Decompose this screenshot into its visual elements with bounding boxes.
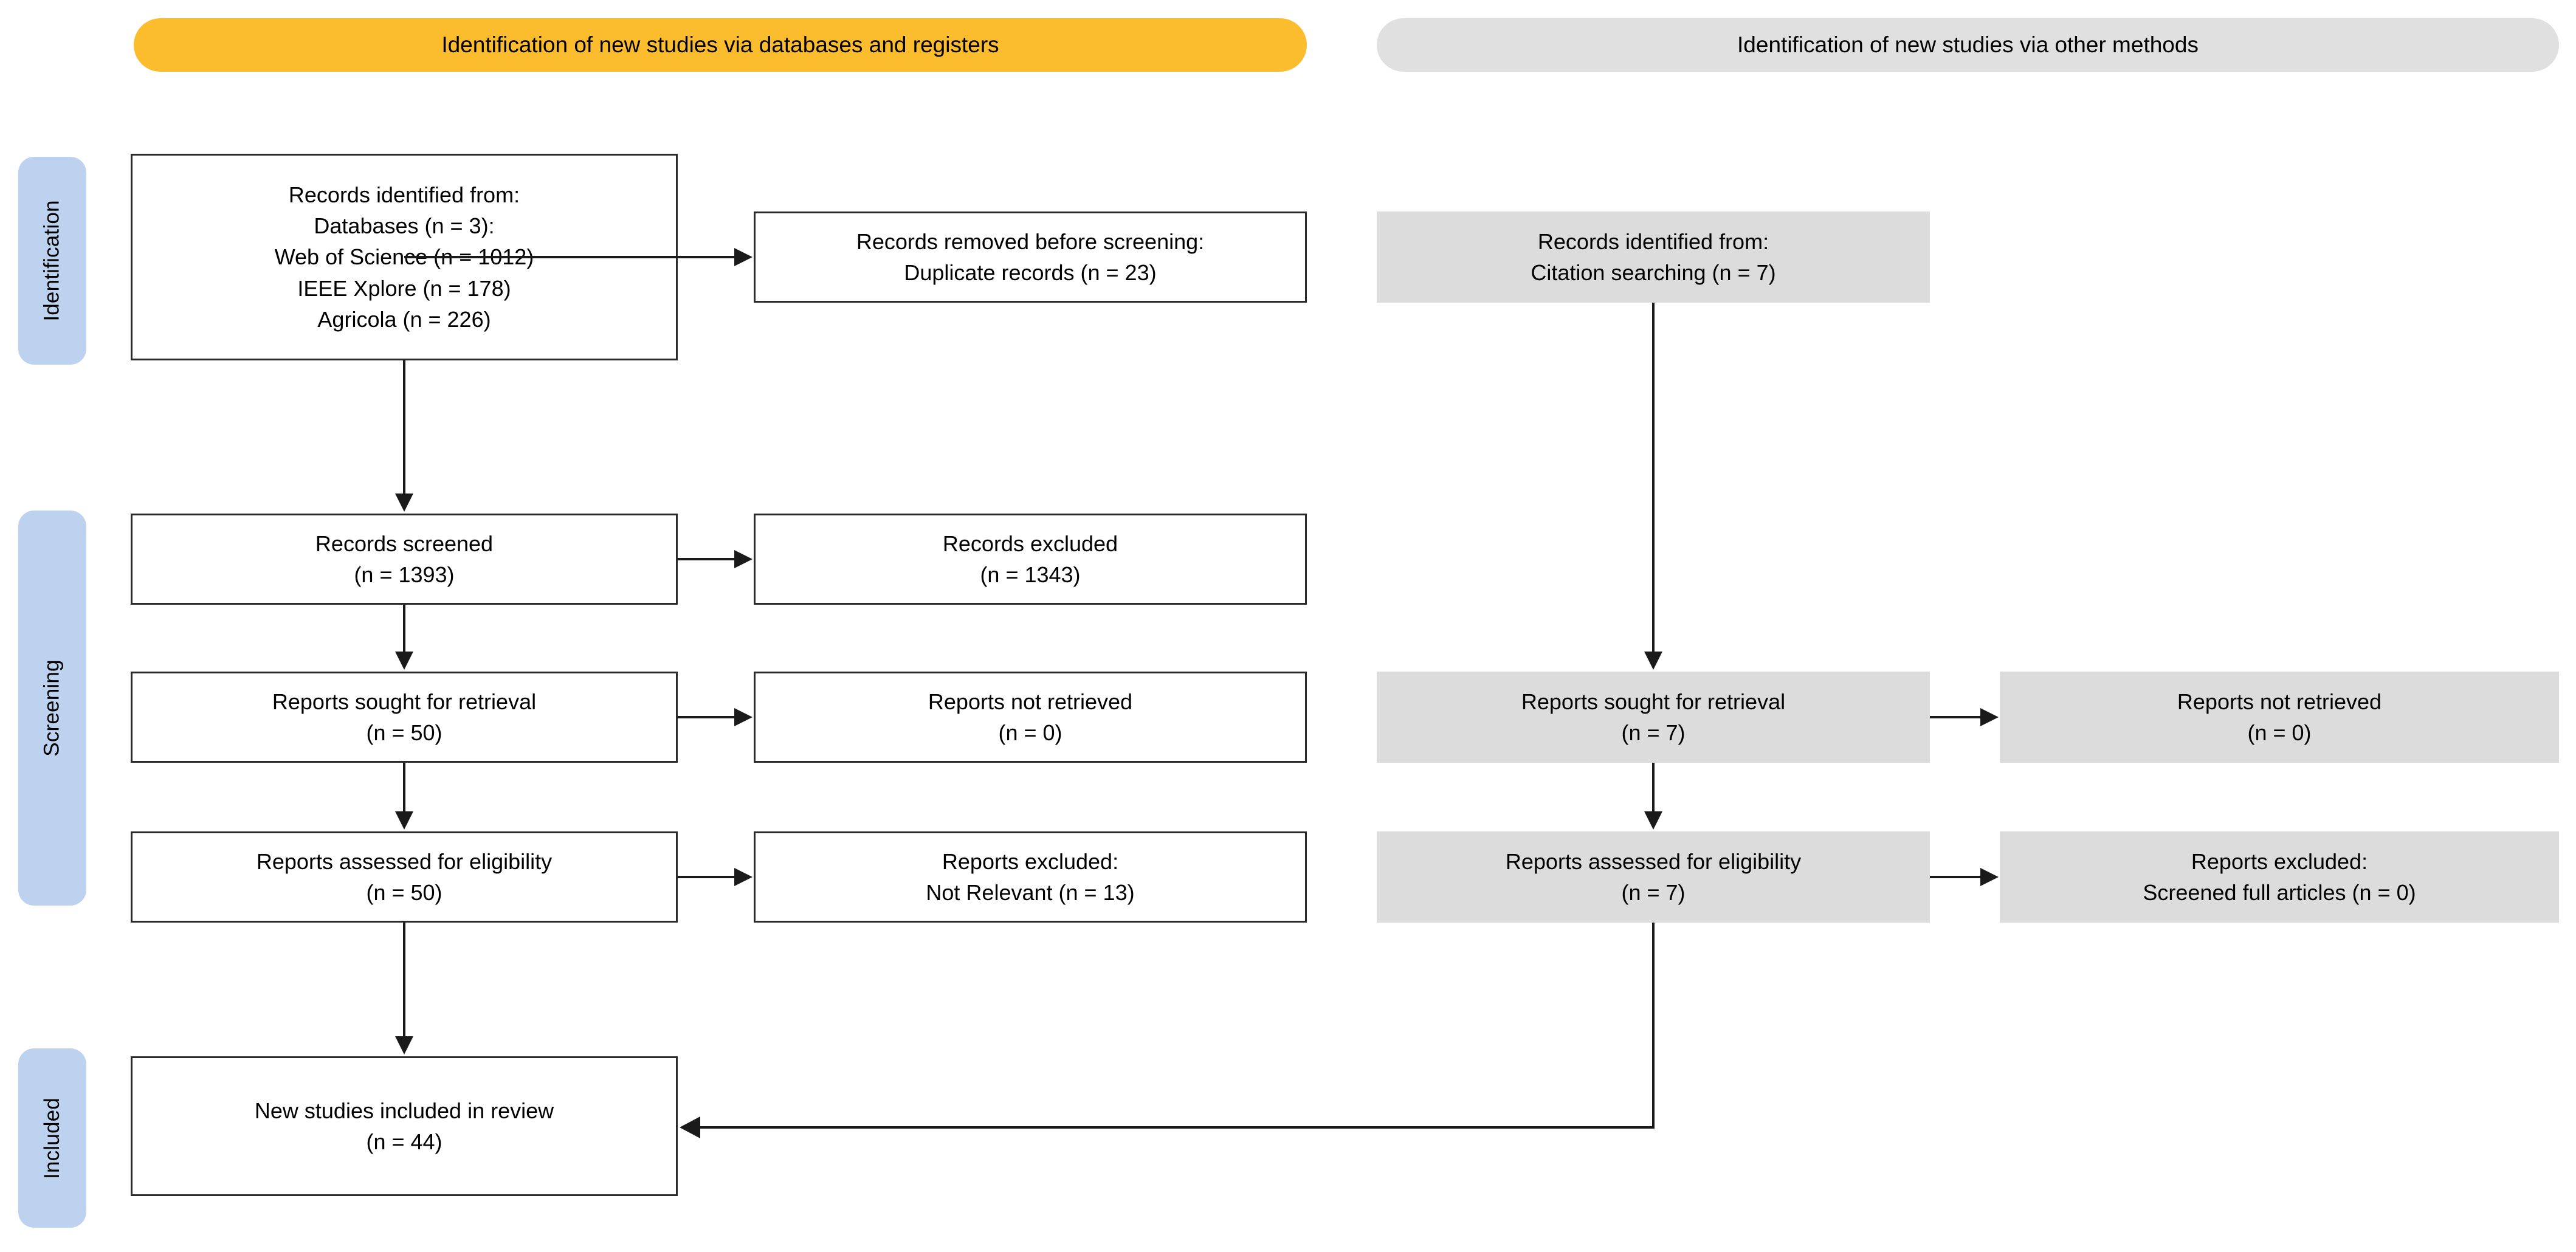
records-identified-line-1: Records identified from:: [288, 182, 520, 208]
arrowhead-identified-to-screened: [395, 494, 413, 512]
records-excluded-line-2: (n = 1343): [980, 562, 1081, 587]
connector-screened-to-sought: [403, 605, 405, 655]
connector-citation-to-sought-other: [1652, 303, 1655, 654]
header-banner-databases-label: Identification of new studies via databa…: [441, 32, 999, 57]
reports-sought-db-line-2: (n = 50): [366, 720, 443, 745]
connector-sought-to-not-retrieved: [678, 716, 735, 718]
reports-excluded-db-line-2: Not Relevant (n = 13): [926, 880, 1135, 905]
box-reports-excluded-databases: Reports excluded: Not Relevant (n = 13): [754, 831, 1307, 923]
connector-sought-to-assessed: [403, 763, 405, 814]
box-reports-assessed-other: Reports assessed for eligibility (n = 7): [1377, 831, 1930, 923]
phase-rail-screening: Screening: [18, 511, 86, 906]
arrowhead-identified-to-removed: [734, 248, 752, 266]
arrowhead-other-to-included: [680, 1116, 700, 1138]
arrowhead-assessed-other-to-reports-excluded-other: [1980, 868, 1999, 886]
citation-identified-line-1: Records identified from:: [1537, 229, 1769, 254]
reports-not-retrieved-db-line-1: Reports not retrieved: [928, 689, 1133, 714]
connector-other-elbow-vertical: [1652, 923, 1655, 1128]
reports-excluded-other-line-2: Screened full articles (n = 0): [2143, 880, 2416, 905]
reports-not-retrieved-other-line-2: (n = 0): [2247, 720, 2312, 745]
phase-label-included: Included: [40, 1097, 64, 1179]
box-reports-not-retrieved-databases: Reports not retrieved (n = 0): [754, 672, 1307, 763]
arrowhead-assessed-to-reports-excluded: [734, 868, 752, 886]
reports-excluded-other-line-1: Reports excluded:: [2191, 848, 2368, 874]
records-excluded-line-1: Records excluded: [942, 531, 1118, 556]
arrowhead-sought-to-not-retrieved: [734, 708, 752, 726]
reports-sought-other-line-1: Reports sought for retrieval: [1521, 689, 1786, 714]
header-banner-databases: Identification of new studies via databa…: [134, 18, 1307, 72]
reports-assessed-other-line-1: Reports assessed for eligibility: [1505, 848, 1802, 874]
box-reports-sought-databases: Reports sought for retrieval (n = 50): [131, 672, 678, 763]
connector-identified-to-screened: [403, 360, 405, 495]
connector-screened-to-excluded: [678, 558, 735, 560]
records-identified-line-5: Agricola (n = 226): [317, 306, 491, 332]
box-records-screened: Records screened (n = 1393): [131, 514, 678, 605]
header-banner-other-methods-label: Identification of new studies via other …: [1737, 32, 2199, 57]
box-reports-excluded-other: Reports excluded: Screened full articles…: [2000, 831, 2559, 923]
reports-assessed-db-line-2: (n = 50): [366, 880, 443, 905]
reports-assessed-db-line-1: Reports assessed for eligibility: [256, 848, 553, 874]
arrowhead-screened-to-sought: [395, 652, 413, 670]
box-records-excluded: Records excluded (n = 1343): [754, 514, 1307, 605]
box-records-removed-before-screening: Records removed before screening: Duplic…: [754, 212, 1307, 303]
arrowhead-screened-to-excluded: [734, 550, 752, 568]
citation-identified-line-2: Citation searching (n = 7): [1531, 260, 1776, 285]
connector-other-elbow-horizontal: [699, 1126, 1655, 1129]
reports-assessed-other-line-2: (n = 7): [1621, 880, 1686, 905]
new-studies-included-line-1: New studies included in review: [254, 1098, 554, 1123]
reports-excluded-db-line-1: Reports excluded:: [942, 848, 1119, 874]
connector-sought-other-to-not-retrieved-other: [1930, 716, 1982, 718]
phase-label-screening: Screening: [40, 659, 64, 757]
new-studies-included-line-2: (n = 44): [366, 1129, 443, 1154]
arrowhead-sought-other-to-assessed-other: [1644, 811, 1662, 830]
arrowhead-sought-to-assessed: [395, 811, 413, 830]
box-records-identified-citation-searching: Records identified from: Citation search…: [1377, 212, 1930, 303]
box-new-studies-included: New studies included in review (n = 44): [131, 1056, 678, 1196]
box-reports-assessed-databases: Reports assessed for eligibility (n = 50…: [131, 831, 678, 923]
records-removed-line-2: Duplicate records (n = 23): [904, 260, 1157, 285]
header-banner-other-methods: Identification of new studies via other …: [1377, 18, 2559, 72]
reports-sought-db-line-1: Reports sought for retrieval: [272, 689, 537, 714]
reports-not-retrieved-other-line-1: Reports not retrieved: [2177, 689, 2382, 714]
reports-not-retrieved-db-line-2: (n = 0): [998, 720, 1062, 745]
reports-sought-other-line-2: (n = 7): [1621, 720, 1686, 745]
records-identified-line-2: Databases (n = 3):: [314, 213, 495, 239]
records-screened-line-2: (n = 1393): [354, 562, 455, 587]
connector-assessed-to-included: [403, 923, 405, 1039]
connector-assessed-other-to-reports-excluded-other: [1930, 876, 1982, 878]
phase-rail-identification: Identification: [18, 157, 86, 365]
records-removed-line-1: Records removed before screening:: [856, 229, 1205, 254]
connector-identified-to-removed: [404, 256, 735, 258]
phase-rail-included: Included: [18, 1048, 86, 1228]
arrowhead-sought-other-to-not-retrieved-other: [1980, 708, 1999, 726]
arrowhead-assessed-to-included: [395, 1036, 413, 1054]
records-identified-line-4: IEEE Xplore (n = 178): [297, 275, 511, 301]
records-screened-line-1: Records screened: [315, 531, 494, 556]
arrowhead-citation-to-sought-other: [1644, 652, 1662, 670]
box-reports-not-retrieved-other: Reports not retrieved (n = 0): [2000, 672, 2559, 763]
connector-assessed-to-reports-excluded: [678, 876, 735, 878]
connector-sought-other-to-assessed-other: [1652, 763, 1655, 814]
box-reports-sought-other: Reports sought for retrieval (n = 7): [1377, 672, 1930, 763]
phase-label-identification: Identification: [40, 200, 64, 322]
